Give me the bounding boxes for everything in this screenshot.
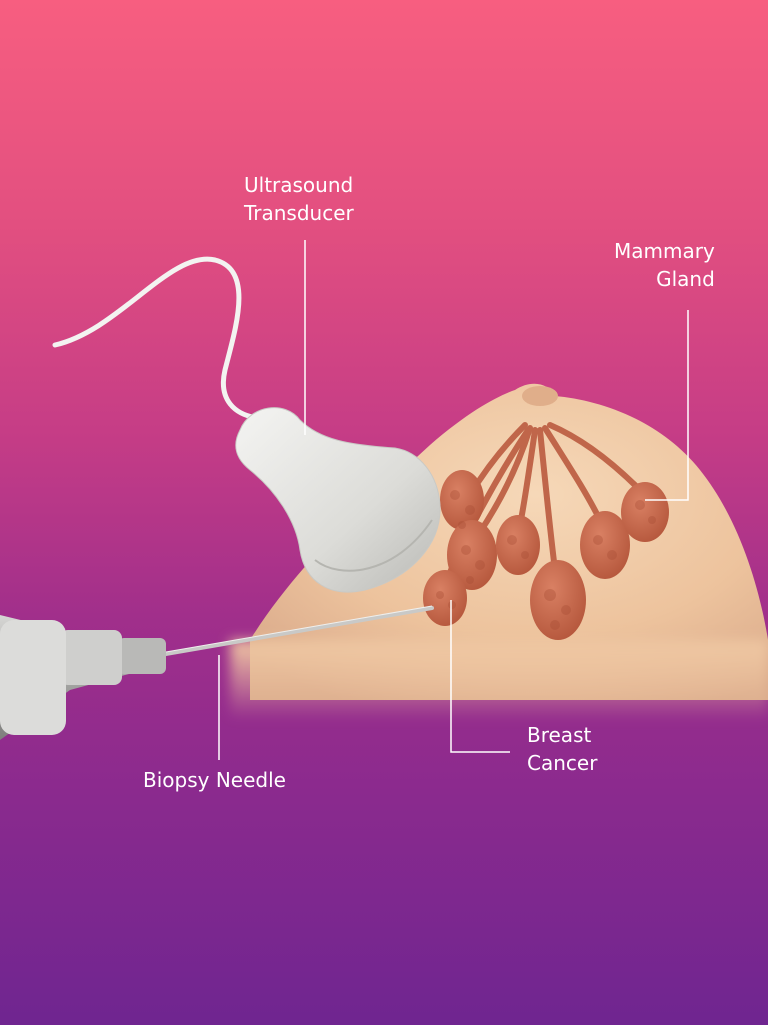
leader-line-cancer (450, 600, 510, 753)
label-breast-cancer: Breast Cancer (527, 721, 597, 777)
label-cancer-line1: Breast (527, 723, 592, 747)
label-ultrasound-line1: Ultrasound (244, 173, 354, 197)
biopsy-needle (0, 605, 434, 740)
label-cancer-line2: Cancer (527, 751, 598, 775)
label-mammary-gland: Mammary Gland (614, 237, 715, 293)
label-mammary-line1: Mammary (614, 239, 715, 263)
nipple (522, 386, 558, 406)
leader-line-mammary (645, 310, 689, 501)
label-ultrasound-line2: Transducer (244, 201, 354, 225)
label-biopsy-needle: Biopsy Needle (143, 766, 286, 794)
mammary-gland (423, 422, 669, 640)
label-mammary-line2: Gland (656, 267, 715, 291)
label-needle-text: Biopsy Needle (143, 768, 286, 792)
label-ultrasound-transducer: Ultrasound Transducer (244, 171, 354, 227)
leader-lines (218, 240, 689, 760)
transducer-cable (52, 256, 261, 421)
ultrasound-transducer (52, 256, 441, 593)
